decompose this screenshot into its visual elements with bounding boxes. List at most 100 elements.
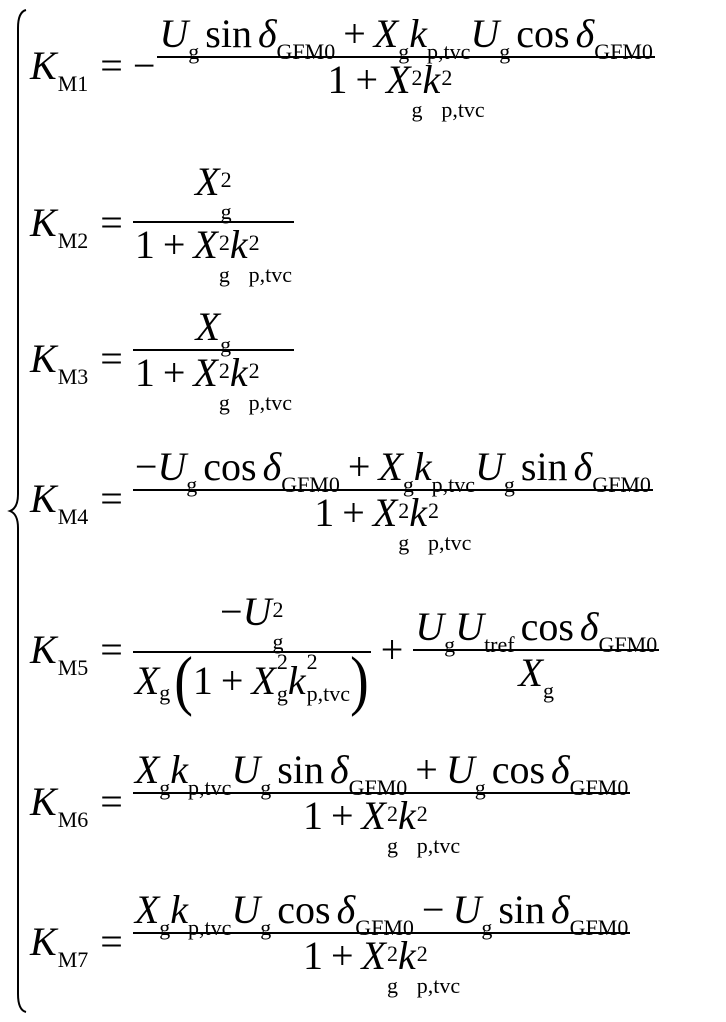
left-brace-icon <box>7 9 27 1013</box>
math-symbol: X <box>134 658 160 703</box>
math-symbol: δ <box>329 747 349 792</box>
fraction-bar <box>157 56 655 58</box>
math-symbol: 1 <box>302 933 323 978</box>
math-symbol: g <box>386 833 398 858</box>
math-symbol: GFM0 <box>569 775 629 800</box>
math-symbol: sin <box>205 11 252 56</box>
math-symbol: + <box>342 490 365 535</box>
math-symbol: p,tvc <box>427 39 471 64</box>
math-symbol: g <box>159 775 171 800</box>
math-symbol: M3 <box>57 364 89 389</box>
math-symbol: X <box>378 444 403 489</box>
math-symbol: + <box>380 627 404 672</box>
math-symbol: 2 <box>306 649 318 674</box>
math-symbol: X <box>361 793 386 838</box>
math-symbol: 2 <box>218 230 230 255</box>
math-symbol: p,tvc <box>188 775 232 800</box>
math-symbol: p,tvc <box>416 973 461 998</box>
math-symbol: cos <box>491 747 546 792</box>
math-symbol: g <box>386 973 398 998</box>
math-symbol: 1 <box>134 350 155 395</box>
math-symbol: K <box>30 627 57 672</box>
math-symbol: 2 <box>416 941 428 966</box>
math-symbol: K <box>30 919 57 964</box>
math-symbol: ) <box>350 643 369 719</box>
math-symbol: k <box>422 57 441 102</box>
math-symbol: 2 <box>386 801 398 826</box>
math-symbol: X <box>195 159 220 204</box>
math-symbol: + <box>330 933 354 978</box>
math-symbol: g <box>474 775 486 800</box>
math-symbol: GFM0 <box>276 39 336 64</box>
math-symbol: = <box>100 919 123 964</box>
math-symbol: g <box>499 39 511 64</box>
math-symbol: p,tvc <box>431 472 476 497</box>
math-symbol: k <box>397 793 416 838</box>
math-symbol: X <box>386 57 411 102</box>
math-group <box>132 932 631 934</box>
math-group <box>132 792 631 794</box>
math-symbol: U <box>415 603 445 649</box>
math-symbol: δ <box>579 603 599 649</box>
math-symbol: 2 <box>218 358 230 383</box>
math-symbol: X <box>361 933 386 978</box>
equals-sign: = <box>100 43 123 88</box>
math-symbol: M6 <box>57 807 89 832</box>
math-symbol: + <box>162 222 186 267</box>
math-symbol: U <box>159 11 189 56</box>
math-symbol: − <box>134 444 158 489</box>
math-symbol: 1 <box>327 57 348 102</box>
math-symbol: δ <box>551 747 570 792</box>
math-symbol: g <box>542 677 554 703</box>
math-symbol: g <box>188 39 200 64</box>
math-symbol: 2 <box>272 597 284 622</box>
math-group <box>132 651 371 653</box>
math-symbol: M4 <box>57 504 89 529</box>
math-symbol: − <box>220 589 243 634</box>
math-group: 2 p,tvc <box>416 943 461 998</box>
math-symbol: g <box>159 679 171 705</box>
math-symbol: + <box>330 793 354 838</box>
math-symbol: tref <box>484 631 515 657</box>
math-symbol: X <box>518 649 543 695</box>
math-symbol: 1 <box>302 793 323 838</box>
minus-sign: − <box>132 43 156 88</box>
math-group <box>413 648 660 651</box>
math-symbol: g <box>398 39 410 64</box>
math-symbol: = <box>100 779 123 824</box>
math-group <box>132 349 294 351</box>
math-symbol: 2 <box>441 65 453 90</box>
math-symbol: p,tvc <box>428 530 472 555</box>
math-symbol: k <box>229 222 248 267</box>
math-symbol: ( <box>174 643 193 719</box>
math-symbol: cos <box>520 603 574 649</box>
math-symbol: 1 <box>192 658 213 703</box>
math-symbol: g <box>186 472 198 497</box>
math-symbol: g <box>220 332 232 357</box>
math-symbol: 2 <box>276 649 288 674</box>
math-symbol: g <box>272 629 284 654</box>
math-symbol: + <box>343 11 366 56</box>
math-symbol: g <box>481 915 493 940</box>
math-symbol: GFM0 <box>281 472 340 497</box>
math-symbol: − <box>421 887 445 932</box>
math-symbol: 1 <box>134 222 155 267</box>
